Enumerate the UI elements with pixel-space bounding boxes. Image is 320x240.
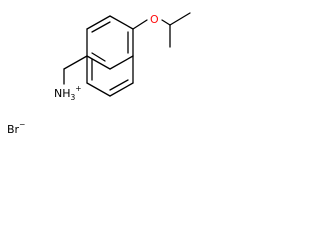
bond-c2-c3 <box>86 15 111 30</box>
ammonium-subscript: 3 <box>71 93 76 102</box>
ring-upper <box>86 15 134 70</box>
bond-c4-oxygen <box>132 19 148 30</box>
bromide-charge: − <box>19 120 25 129</box>
ammonium-symbol: NH <box>54 87 71 100</box>
bromide-ion-label: Br− <box>7 120 25 136</box>
ring-lower <box>86 55 134 97</box>
molecule-structure: O NH3+ Br− <box>7 12 191 136</box>
ammonium-label: NH3+ <box>54 84 82 102</box>
bond-oxygen-ch <box>161 19 171 26</box>
bond-c6-c7 <box>86 82 111 97</box>
bond-c1-ch2 <box>63 55 88 70</box>
isopropoxy-group: O <box>132 12 191 48</box>
double-bond-c2-c3 <box>91 21 111 33</box>
bond-c8a-c1 <box>86 55 111 70</box>
oxygen-atom-label: O <box>150 13 159 26</box>
ammonium-charge: + <box>75 84 81 93</box>
bond-c5-c6 <box>109 82 134 97</box>
double-bond-c5-c6 <box>109 79 129 91</box>
double-bond-c8a-c1 <box>91 52 106 62</box>
ammonium-methyl-group: NH3+ <box>54 55 88 102</box>
bond-c3-c4 <box>109 15 134 30</box>
bromide-symbol: Br <box>7 123 20 136</box>
bond-c4a-c8a <box>109 55 134 70</box>
bond-ch-methyl-up <box>169 12 191 26</box>
